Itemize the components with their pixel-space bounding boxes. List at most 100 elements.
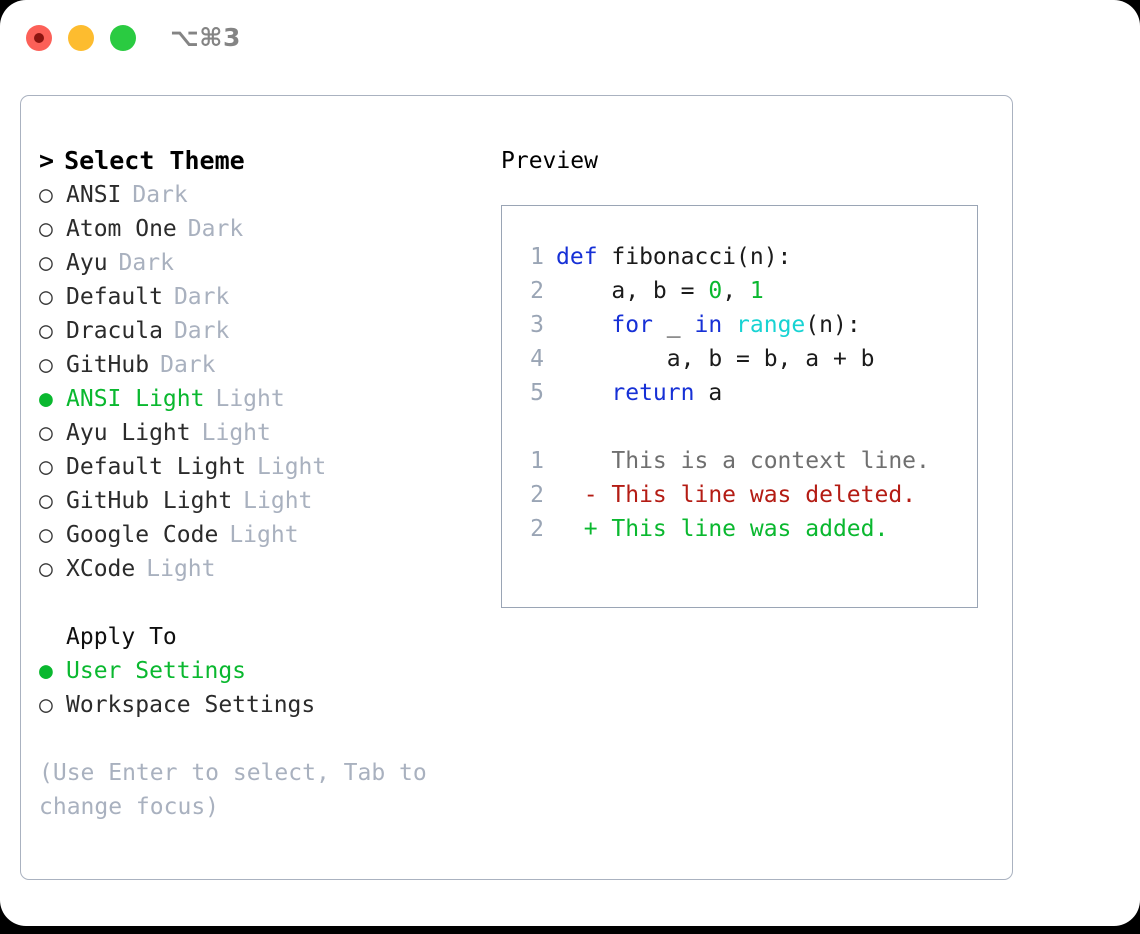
maximize-button[interactable]	[110, 25, 136, 51]
diff-line-number: 1	[530, 448, 544, 474]
code-token-fn: range	[736, 312, 806, 338]
theme-option-kind: Light	[229, 522, 299, 548]
code-line-text: for _ in range(n):	[556, 308, 861, 342]
code-token-plain: a	[694, 380, 723, 406]
code-spacer	[518, 410, 977, 444]
theme-option-label: XCode	[66, 556, 136, 582]
radio-unselected-icon: ○	[39, 284, 53, 310]
code-token-plain: (n):	[805, 312, 861, 338]
radio-unselected-icon: ○	[39, 692, 53, 718]
diff-line-text: This is a context line.	[556, 448, 930, 474]
code-line: 2 a, b = 0, 1	[518, 274, 977, 308]
radio-unselected-icon: ○	[39, 420, 53, 446]
apply-to-heading: Apply To	[66, 624, 177, 650]
code-line-text: a, b = b, a + b	[556, 342, 875, 376]
diff-line-text: - This line was deleted.	[556, 482, 917, 508]
diff-line-number: 2	[530, 482, 544, 508]
apply-to-section: Apply To ● User Settings ○Workspace Settin…	[39, 620, 489, 722]
radio-unselected-icon: ○	[39, 318, 53, 344]
radio-unselected-icon: ○	[39, 352, 53, 378]
theme-option-kind: Dark	[160, 352, 216, 378]
theme-option-label: GitHub Light	[66, 488, 233, 514]
radio-selected-icon: ●	[39, 658, 53, 684]
radio-unselected-icon: ○	[39, 182, 53, 208]
theme-option-ansi-light[interactable]: ● ANSI Light Light	[39, 382, 489, 416]
theme-option-label: Google Code	[66, 522, 219, 548]
diff-line: 2 - This line was deleted.	[518, 478, 977, 512]
theme-option-kind: Light	[243, 488, 313, 514]
apply-to-option-workspace-settings[interactable]: ○Workspace Settings	[39, 688, 489, 722]
theme-option-label: ANSI	[66, 182, 122, 208]
select-theme-heading: > Select Theme	[39, 144, 489, 178]
diff-line-text: + This line was added.	[556, 516, 889, 542]
code-token-kw: def	[556, 244, 598, 270]
theme-option-kind: Light	[146, 556, 216, 582]
radio-unselected-icon: ○	[39, 250, 53, 276]
theme-option-google-code[interactable]: ○ Google Code Light	[39, 518, 489, 552]
minimize-button[interactable]	[68, 25, 94, 51]
radio-unselected-icon: ○	[39, 522, 53, 548]
code-token-plain: a, b = b, a + b	[556, 346, 875, 372]
theme-option-label: Atom One	[66, 216, 177, 242]
theme-option-github[interactable]: ○ GitHub Dark	[39, 348, 489, 382]
theme-option-ayu-light[interactable]: ○ Ayu Light Light	[39, 416, 489, 450]
theme-option-label: GitHub	[66, 352, 150, 378]
theme-option-kind: Light	[201, 420, 271, 446]
code-line-number: 4	[530, 346, 544, 372]
code-token-num: 1	[749, 278, 764, 304]
select-theme-heading-label: Select Theme	[64, 146, 245, 175]
theme-option-xcode[interactable]: ○ XCode Light	[39, 552, 489, 586]
code-line-text: def fibonacci(n):	[556, 240, 791, 274]
code-token-plain: a, b =	[556, 278, 709, 304]
title-bar: ⌥⌘3	[0, 0, 1140, 78]
theme-option-kind: Dark	[173, 284, 230, 310]
code-line-number: 5	[530, 380, 544, 406]
radio-selected-icon: ●	[39, 386, 53, 412]
theme-option-ansi[interactable]: ○ ANSI Dark	[39, 178, 489, 212]
code-token-plain: ,	[722, 278, 750, 304]
diff-line: 1 This is a context line.	[518, 444, 977, 478]
code-token-plain	[556, 312, 611, 338]
theme-option-kind: Dark	[118, 250, 174, 276]
theme-option-default[interactable]: ○ Default Dark	[39, 280, 489, 314]
radio-unselected-icon: ○	[39, 556, 53, 582]
close-button[interactable]	[26, 25, 52, 51]
code-line-text: a, b = 0, 1	[556, 274, 764, 308]
theme-option-github-light[interactable]: ○ GitHub Light Light	[39, 484, 489, 518]
caret-icon: >	[39, 146, 55, 175]
theme-option-label: ANSI Light	[66, 386, 205, 412]
apply-to-option-list[interactable]: ● User Settings ○Workspace Settings	[39, 654, 489, 722]
diff-line-number: 2	[530, 516, 544, 542]
diff-sample: 1 This is a context line.2 - This line w…	[518, 444, 977, 546]
theme-option-kind: Dark	[187, 216, 244, 242]
code-token-plain	[722, 312, 736, 338]
theme-option-kind: Dark	[132, 182, 188, 208]
theme-option-kind: Light	[215, 386, 285, 412]
apply-to-option-user-settings[interactable]: ● User Settings	[39, 654, 489, 688]
window-controls	[26, 25, 136, 51]
theme-option-label: Dracula	[66, 318, 163, 344]
apply-to-option-label: User Settings	[66, 658, 247, 684]
code-token-plain: _	[652, 312, 695, 338]
keyboard-shortcut-label: ⌥⌘3	[170, 23, 241, 52]
code-line: 4 a, b = b, a + b	[518, 342, 977, 376]
theme-option-ayu[interactable]: ○ Ayu Dark	[39, 246, 489, 280]
diff-line: 2 + This line was added.	[518, 512, 977, 546]
code-token-num: 0	[708, 278, 723, 304]
theme-option-label: Ayu Light	[66, 420, 191, 446]
radio-unselected-icon: ○	[39, 488, 53, 514]
theme-option-label: Ayu	[66, 250, 108, 276]
theme-option-label: Default	[66, 284, 163, 310]
theme-option-kind: Light	[257, 454, 327, 480]
code-line-number: 2	[530, 278, 544, 304]
